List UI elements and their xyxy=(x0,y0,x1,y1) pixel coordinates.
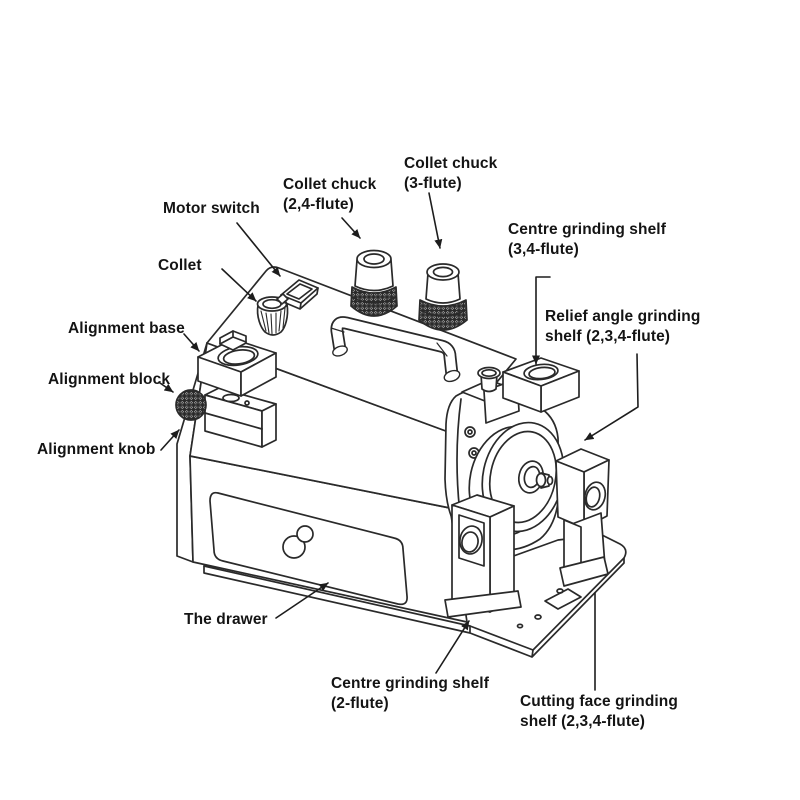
leader-collet xyxy=(221,268,257,302)
leader-drawer xyxy=(275,582,329,619)
leader-alignment-base xyxy=(183,333,200,352)
label-alignment-block: Alignment block xyxy=(48,371,171,388)
collet-chuck-24-part xyxy=(350,249,398,317)
leader-centre-shelf-34 xyxy=(532,276,551,365)
leader-relief-shelf xyxy=(584,353,639,441)
label-motor-switch: Motor switch xyxy=(163,200,260,217)
label-relief-angle-shelf: Relief angle grinding shelf (2,3,4-flute… xyxy=(545,308,701,345)
label-centre-grinding-shelf-2: Centre grinding shelf (2-flute) xyxy=(331,675,489,712)
drawer-hole xyxy=(282,535,306,559)
label-cutting-face-shelf: Cutting face grinding shelf (2,3,4-flute… xyxy=(520,693,678,730)
alignment-assembly xyxy=(175,330,277,448)
drawer-hole xyxy=(296,525,314,543)
carry-handle xyxy=(330,316,461,383)
label-collet-chuck-24-flute: Collet chuck (2,4-flute) xyxy=(283,176,377,213)
label-alignment-base: Alignment base xyxy=(68,320,185,337)
centre-grinding-shelf-2-part xyxy=(444,494,522,618)
leader-alignment-knob xyxy=(160,429,180,451)
label-collet-chuck-3-flute: Collet chuck (3-flute) xyxy=(404,155,498,192)
alignment-knob-part xyxy=(175,389,207,421)
leader-motor-switch xyxy=(236,222,281,277)
label-the-drawer: The drawer xyxy=(184,611,268,628)
leader-centre-shelf-2 xyxy=(435,620,470,674)
drawer-panel xyxy=(209,491,408,606)
round-cap xyxy=(477,366,501,393)
plate-hole xyxy=(534,614,542,620)
leader-lines xyxy=(159,192,639,691)
label-centre-grinding-shelf-34: Centre grinding shelf (3,4-flute) xyxy=(508,221,666,258)
relief-angle-shelf-part xyxy=(555,448,610,529)
motor-switch-part xyxy=(276,279,319,310)
alignment-block-hole xyxy=(222,393,240,403)
cutting-face-shelf-part xyxy=(559,512,609,587)
plate-hole xyxy=(516,623,524,629)
plate-hole xyxy=(556,588,564,594)
leader-collet-chuck-24 xyxy=(341,217,361,239)
leader-collet-chuck-3 xyxy=(428,192,443,249)
label-alignment-knob: Alignment knob xyxy=(37,441,156,458)
collet-part xyxy=(256,296,289,336)
leader-alignment-block xyxy=(159,382,174,393)
collet-chuck-3-part xyxy=(418,263,468,331)
label-collet: Collet xyxy=(158,257,202,274)
